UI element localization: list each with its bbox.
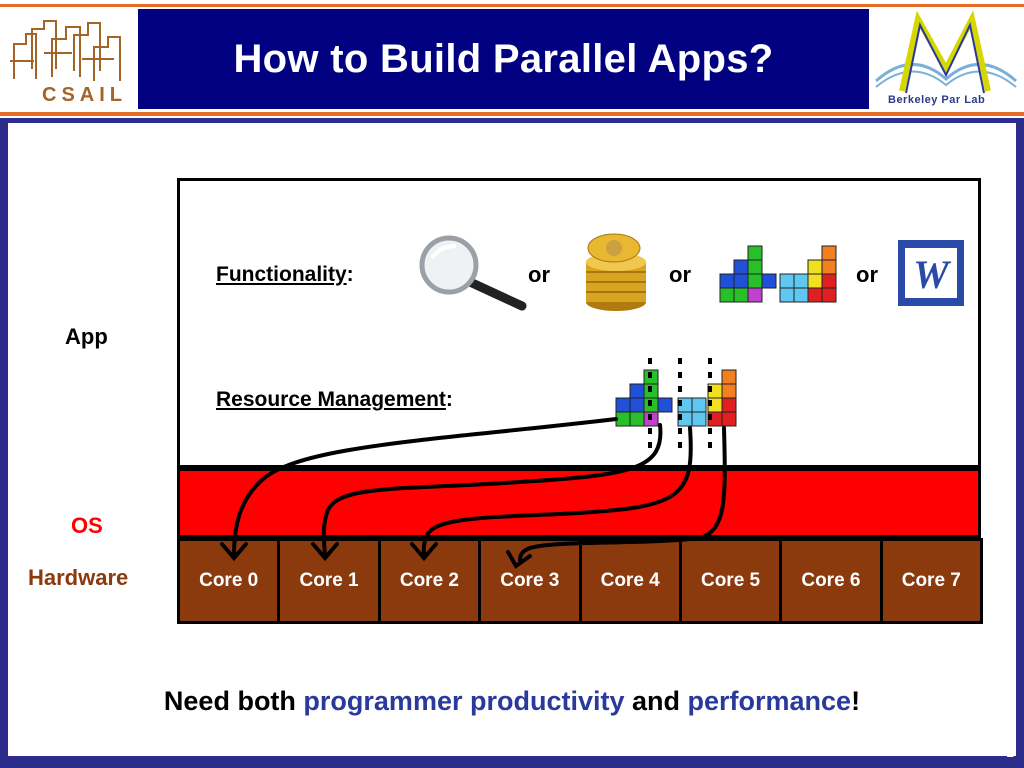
slide-title: How to Build Parallel Apps? <box>233 36 774 81</box>
core-5: Core 5 <box>681 541 780 621</box>
app-layer-label: App <box>65 324 108 349</box>
app-layer-box <box>177 178 981 468</box>
word-document-icon: W <box>898 240 964 306</box>
bottom-message-part-2: and <box>624 686 688 716</box>
allocation-arrows <box>220 417 727 569</box>
header-bottom-rule <box>0 112 1024 116</box>
functionality-colon: : <box>346 263 354 286</box>
resource-management-label-text: Resource Management <box>216 388 446 411</box>
arrow-to-core-0 <box>232 417 618 558</box>
csail-logo <box>4 9 134 109</box>
magnifier-icon <box>419 235 527 311</box>
berkeley-par-lab-logo-icon <box>875 10 1017 94</box>
coin-stack-icon <box>586 233 646 311</box>
resource-tetris-blocks-icon <box>615 369 737 427</box>
slide-number: 2 <box>1006 745 1014 760</box>
tetris-blocks-icon <box>719 245 837 303</box>
core-4: Core 4 <box>581 541 679 621</box>
svg-text:W: W <box>913 252 951 297</box>
resource-management-colon: : <box>445 388 453 411</box>
arrow-to-core-1 <box>321 423 663 558</box>
csail-logo-text: CSAIL <box>42 84 127 106</box>
bottom-message: Need both programmer productivity and pe… <box>0 686 1024 717</box>
slide-header: CSAIL How to Build Parallel Apps? Berkel… <box>0 0 1024 118</box>
berkeley-par-lab-text: Berkeley Par Lab <box>888 94 986 106</box>
resource-management-label: Resource Management: <box>216 388 453 412</box>
functionality-label: Functionality: <box>216 263 354 287</box>
bottom-message-highlight-1: programmer productivity <box>303 686 625 716</box>
partition-dotted-lines <box>648 358 712 452</box>
bottom-message-part-1: Need both <box>163 686 304 716</box>
arrow-to-core-2 <box>421 426 693 558</box>
hardware-layer-label: Hardware <box>28 565 129 590</box>
or-text-3: or <box>856 262 878 287</box>
berkeley-par-lab-logo <box>872 9 1020 109</box>
os-layer-label: OS <box>71 513 103 538</box>
os-layer-box <box>177 468 981 538</box>
arrow-to-core-3 <box>518 426 727 562</box>
core-7: Core 7 <box>882 541 980 621</box>
functionality-label-text: Functionality <box>216 263 347 286</box>
core-6: Core 6 <box>782 541 880 621</box>
or-text-2: or <box>669 262 691 287</box>
hardware-layer-box: Core 0 Core 1 Core 2 Core 3 Core 4 Core … <box>177 538 983 624</box>
title-banner: How to Build Parallel Apps? <box>138 9 869 109</box>
bottom-message-part-3: ! <box>851 686 861 716</box>
or-text-1: or <box>528 262 550 287</box>
header-top-rule <box>0 4 1024 7</box>
csail-logo-icon <box>10 20 121 81</box>
bottom-message-highlight-2: performance <box>687 686 852 716</box>
